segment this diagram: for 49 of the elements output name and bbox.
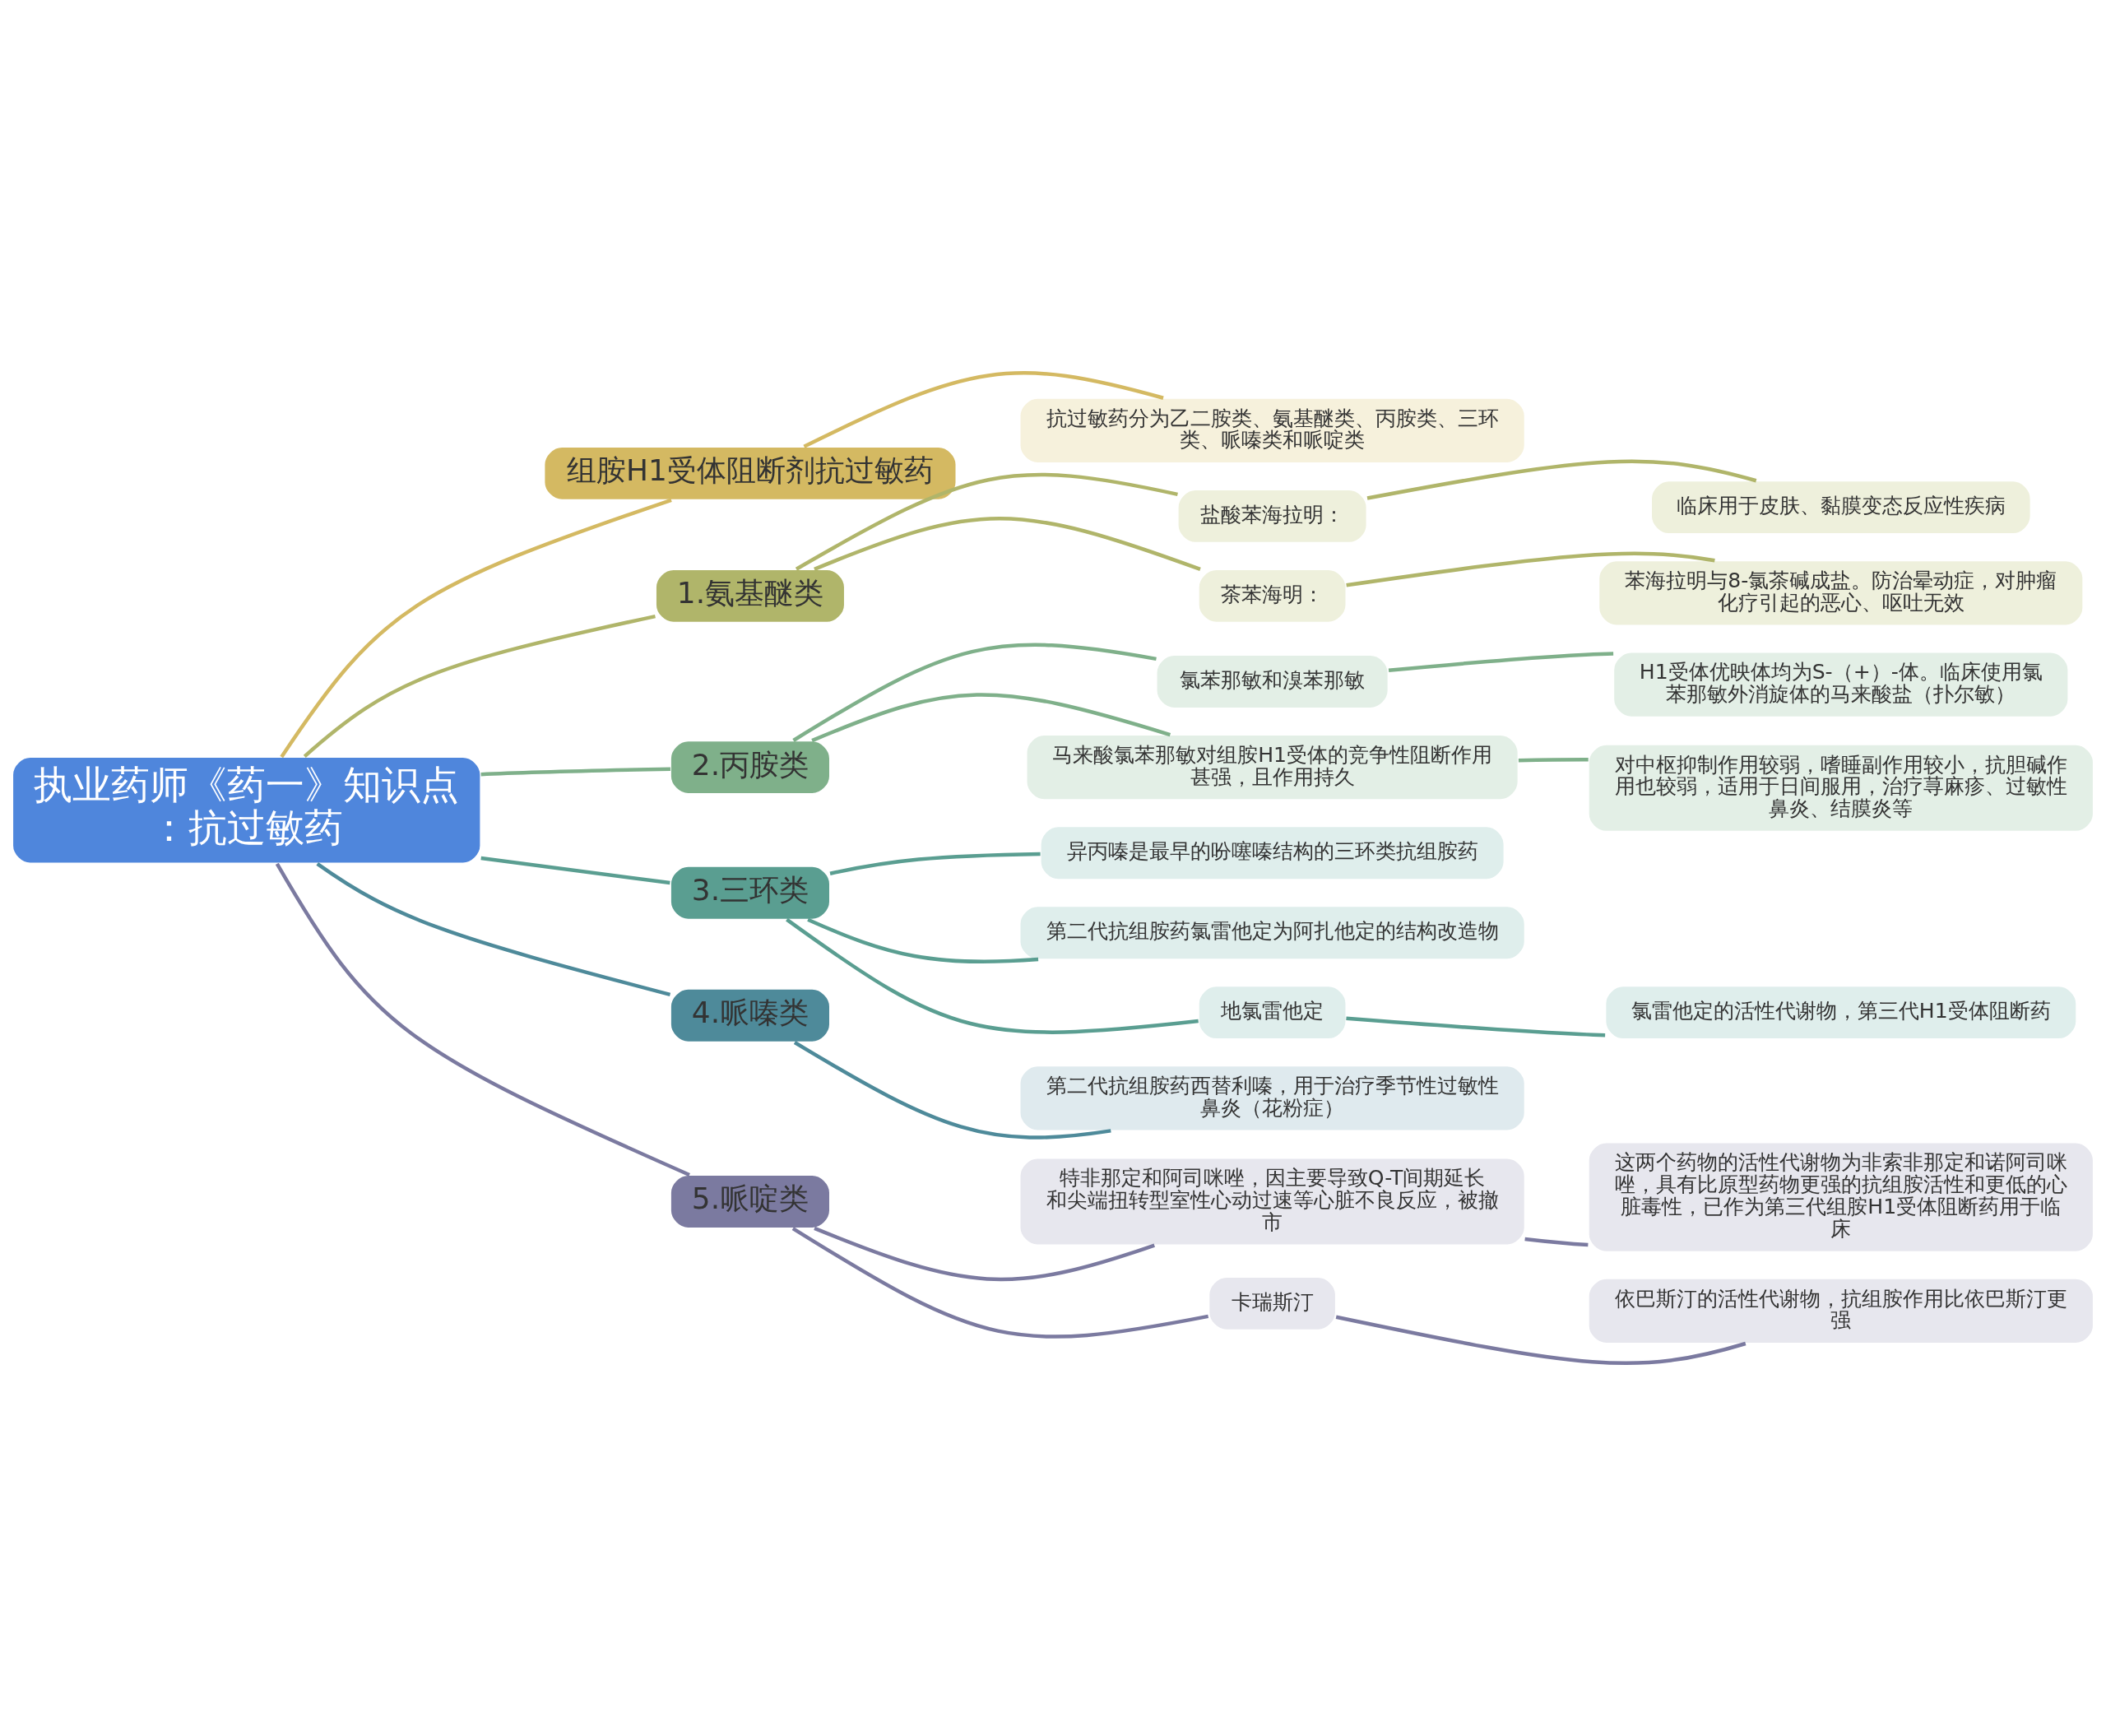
connector: [814, 516, 1201, 571]
connector: [792, 643, 1157, 742]
node-box: 马来酸氯苯那敏对组胺H1受体的竞争性阻断作用甚强，且作用持久: [1025, 733, 1519, 801]
connector: [803, 370, 1164, 448]
node-box: 盐酸苯海拉明：: [1176, 488, 1368, 544]
node-box: 依巴斯汀的活性代谢物，抗组胺作用比依巴斯汀更强: [1587, 1277, 2094, 1344]
connector: [1518, 757, 1589, 762]
node-box: 抗过敏药分为乙二胺类、氨基醚类、丙胺类、三环类、哌嗪类和哌啶类: [1018, 397, 1526, 464]
node-box: 茶苯海明：: [1197, 568, 1348, 624]
node-box: 地氯雷他定: [1197, 984, 1348, 1040]
node-box: H1受体优映体均为S-（+）-体。临床使用氯苯那敏外消旋体的马来酸盐（扑尔敏）: [1612, 651, 2070, 717]
node-box: 4.哌嗪类: [670, 987, 831, 1042]
connector: [316, 861, 671, 996]
connector: [1366, 459, 1757, 500]
node-box: 第二代抗组胺药西替利嗪，用于治疗季节性过敏性鼻炎（花粉症）: [1018, 1064, 1526, 1131]
node-box: 临床用于皮肤、黏膜变态反应性疾病: [1650, 479, 2032, 535]
connector: [786, 917, 1199, 1034]
node-box: 特非那定和阿司咪唑，因主要导致Q-T间期延长和尖端扭转型室性心动过速等心脏不良反应，被撤市: [1018, 1157, 1526, 1246]
node-box: 这两个药物的活性代谢物为非索非那定和诺阿司咪唑，具有比原型药物更强的抗组胺活性和更低的心脏毒性，已作为第三代组胺H1受体阻断药用于临床: [1587, 1141, 2094, 1252]
node-box: 执业药师《药一》知识点：抗过敏药: [12, 755, 482, 864]
connector: [480, 856, 670, 884]
connector: [1335, 1315, 1746, 1365]
node-box: 卡瑞斯汀: [1208, 1275, 1337, 1331]
node-box: 异丙嗪是最早的吩噻嗪结构的三环类抗组胺药: [1039, 825, 1505, 880]
connector: [829, 852, 1041, 875]
connector: [814, 1226, 1155, 1281]
connector: [1388, 651, 1614, 672]
node-box: 第二代抗组胺药氯雷他定为阿扎他定的结构改造物: [1018, 905, 1526, 960]
connector: [480, 766, 671, 776]
connector: [303, 614, 656, 758]
node-box: 3.三环类: [670, 865, 831, 920]
node-box: 氯苯那敏和溴苯那敏: [1155, 653, 1389, 709]
connector: [807, 917, 1039, 963]
node-box: 苯海拉明与8-氯茶碱成盐。防治晕动症，对肿瘤化疗引起的恶心、呕吐无效: [1598, 559, 2085, 626]
connector: [275, 862, 690, 1177]
connector: [793, 1040, 1111, 1140]
node-box: 氯雷他定的活性代谢物，第三代H1受体阻断药: [1604, 984, 2078, 1040]
node-box: 5.哌啶类: [670, 1173, 831, 1229]
connector: [811, 692, 1171, 742]
node-box: 组胺H1受体阻断剂抗过敏药: [543, 445, 958, 501]
node-box: 1.氨基醚类: [655, 568, 846, 624]
connector: [795, 472, 1178, 571]
connector: [1346, 1015, 1606, 1037]
connector: [791, 1226, 1209, 1339]
connector: [1524, 1237, 1589, 1246]
connector: [280, 498, 672, 758]
node-box: 对中枢抑制作用较弱，嗜睡副作用较小，抗胆碱作用也较弱，适用于日间服用，治疗荨麻疹、过敏性鼻炎、结膜炎等: [1587, 743, 2094, 833]
connector: [1346, 551, 1715, 587]
node-box: 2.丙胺类: [670, 739, 831, 795]
